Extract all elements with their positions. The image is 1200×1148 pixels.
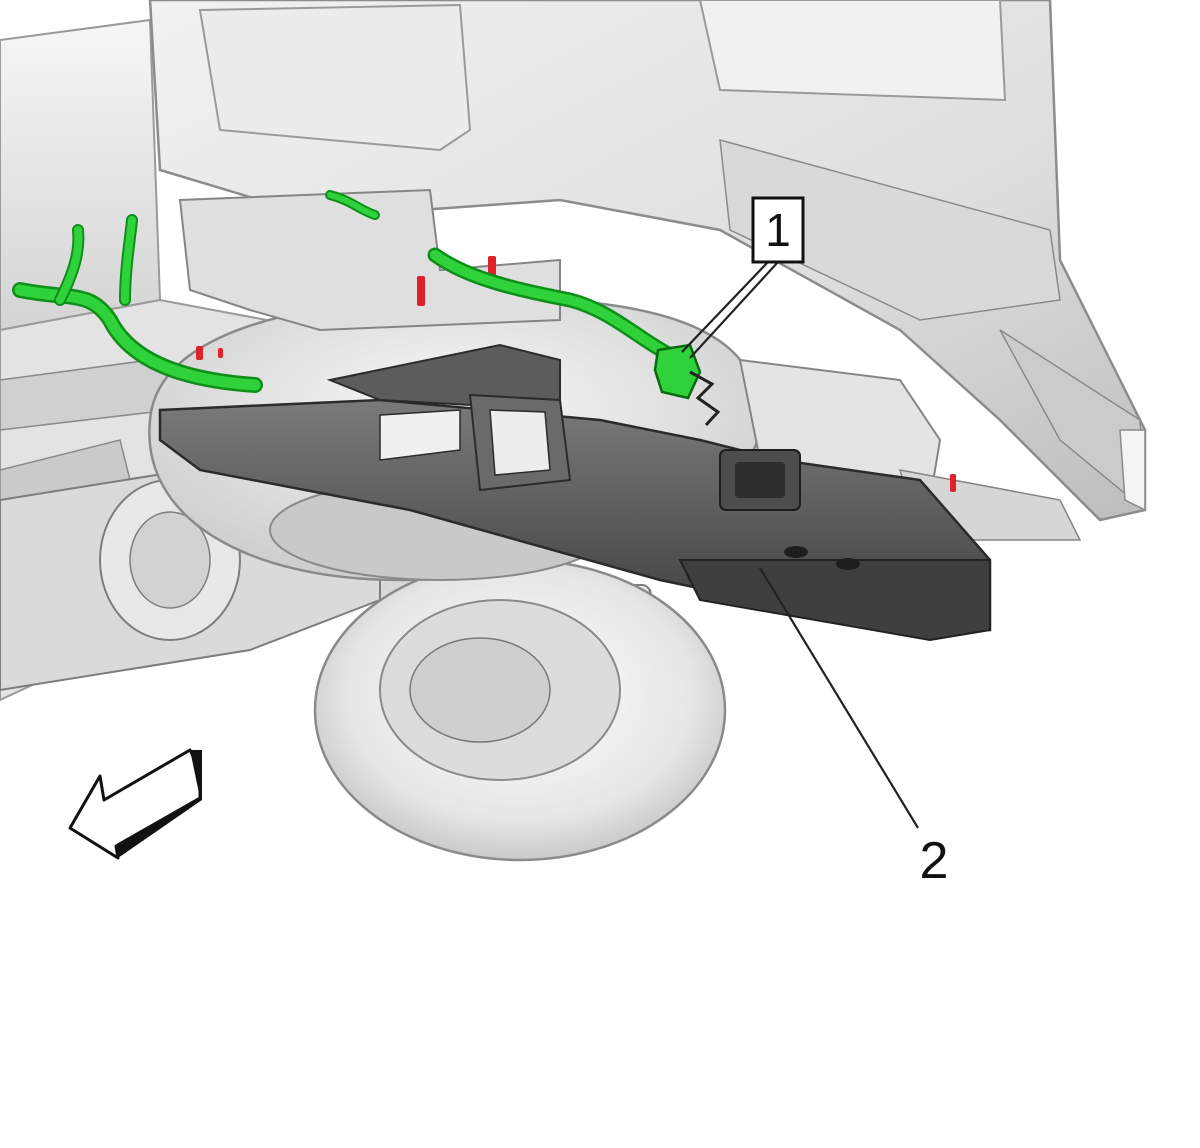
wiring-harness-highlighted [12, 190, 680, 393]
front-direction-arrow-icon [68, 748, 202, 860]
callout-1: 1 [751, 196, 805, 264]
callout-1-label: 1 [765, 204, 791, 256]
callout-2-label: 2 [920, 832, 949, 890]
callout-leaders [681, 261, 919, 829]
rear-tire [313, 558, 727, 862]
trailer-hitch [158, 343, 992, 642]
callout-2: 2 [920, 832, 949, 890]
rear-bumper [148, 0, 1147, 522]
